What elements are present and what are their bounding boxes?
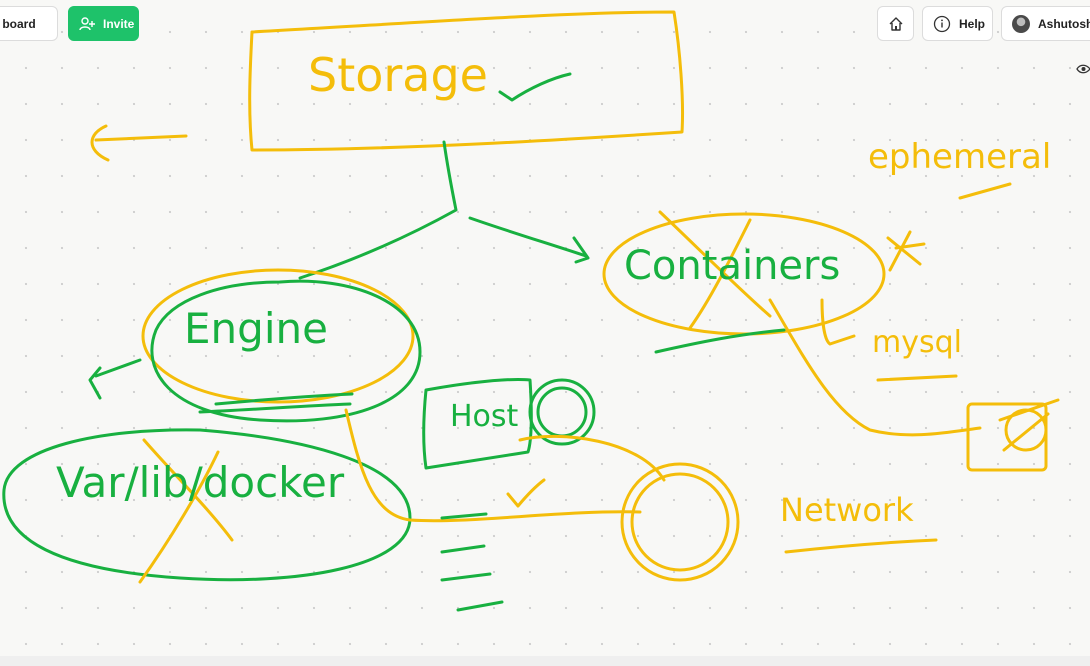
help-label: Help [959,16,986,31]
home-button[interactable] [877,6,914,41]
containers-strike [658,210,772,330]
varlib-docker-label: Var/lib/docker [56,458,345,507]
network-label: Network [780,491,914,529]
left-arrow-stroke [90,124,188,162]
ephemeral-scribble [886,230,926,272]
storage-box-stroke [248,10,685,152]
info-icon [933,15,951,33]
host-circle [528,378,596,446]
host-circle-inner [536,386,588,438]
engine-underline [198,392,354,414]
invite-button[interactable]: Invite [68,6,139,41]
mysql-label: mysql [872,325,962,360]
ephemeral-underline [958,182,1012,200]
avatar [1012,14,1030,33]
host-box [422,377,533,470]
storage-label: Storage [308,48,488,102]
user-name: Ashutoshh Singh [1038,16,1090,31]
bottom-edge [0,656,1090,666]
network-underline [784,538,938,554]
containers-label: Containers [624,243,841,289]
volume-scribble [998,398,1060,452]
host-label: Host [450,399,519,434]
varlib-to-network-stroke [344,408,642,523]
engine-ellipse-green [150,279,422,423]
network-circle [620,462,740,582]
invite-label: Invite [103,16,135,31]
help-button[interactable]: Help [922,6,993,41]
varlib-ellipse [2,428,412,582]
host-checkmark [506,478,546,508]
containers-underline [654,328,786,354]
varlib-strike [138,438,234,584]
engine-ellipse-yellow [141,268,415,404]
eye-icon[interactable] [1076,62,1090,80]
containers-to-volume-stroke [768,298,982,437]
engine-label: Engine [184,304,328,353]
host-to-network-stroke [518,434,666,482]
export-board-button[interactable]: Export board [0,6,58,41]
mysql-arrow [820,298,856,346]
user-profile-button[interactable]: Ashutoshh Singh [1001,6,1090,41]
export-board-label: Export board [0,16,36,31]
storage-checkmark [498,72,572,102]
network-circle-inner [630,472,730,572]
list-dashes [440,512,504,612]
ephemeral-label: ephemeral [868,137,1052,177]
mysql-underline [876,374,958,382]
engine-left-arrow [88,358,142,400]
home-icon [888,16,904,32]
user-plus-icon [79,16,95,32]
storage-connector [298,140,590,280]
